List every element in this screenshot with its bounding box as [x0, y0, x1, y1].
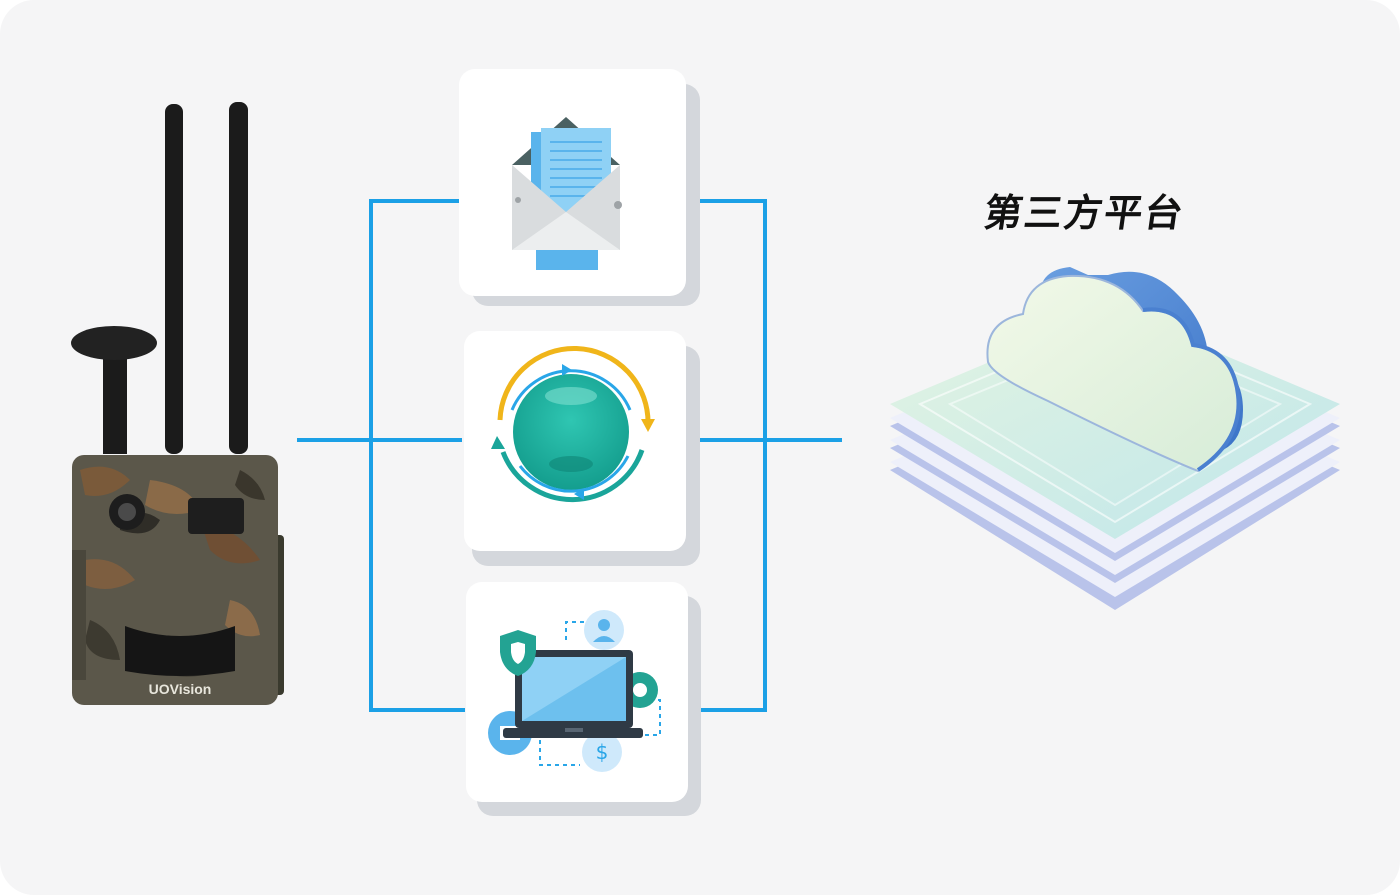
gps-antenna-head [71, 326, 157, 360]
cloud-platform [890, 267, 1340, 610]
laptop-network-icon: $ [488, 610, 661, 772]
connector-left-bracket [369, 199, 465, 712]
third-party-platform-label: 第三方平台 [981, 191, 1188, 235]
service-card-web: $ [466, 582, 701, 816]
trail-camera: UOVision [71, 102, 284, 705]
envelope-document-icon [512, 117, 622, 270]
connector-lines [297, 199, 842, 712]
cloud-icon [986, 267, 1243, 473]
camera-side-latch [72, 550, 86, 680]
connector-right-bracket [686, 199, 767, 712]
svg-text:$: $ [596, 740, 609, 764]
ir-flash-panel [125, 626, 235, 676]
dollar-icon [582, 732, 622, 772]
antenna-right [229, 102, 248, 454]
gps-antenna-stem [103, 350, 127, 454]
service-card-sync [464, 331, 700, 566]
service-card-email [459, 69, 700, 306]
sync-circle-icon [491, 345, 655, 503]
camera-brand-label: UOVision [149, 681, 212, 697]
antenna-left [165, 104, 183, 454]
pir-sensor [188, 498, 244, 534]
